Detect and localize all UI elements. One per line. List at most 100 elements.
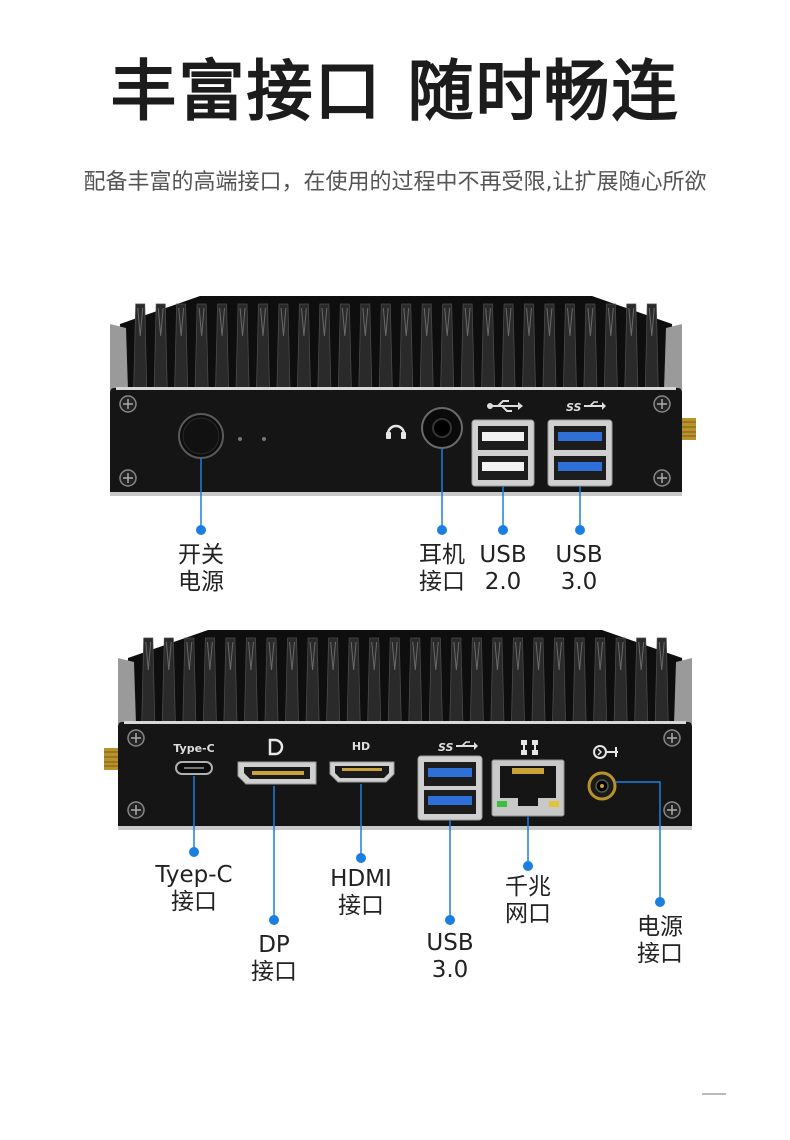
heatsink-fin (552, 637, 567, 725)
antenna-connector-icon (104, 748, 118, 770)
heatsink-fin (613, 637, 628, 725)
svg-text:SS: SS (438, 741, 454, 754)
callout-dot (445, 915, 455, 925)
heatsink-fin (572, 637, 587, 725)
rear-heatsink-fins (118, 630, 692, 725)
rear-callouts (193, 776, 661, 918)
antenna-connector-icon (682, 418, 696, 440)
heatsink-fin (182, 637, 197, 725)
hdmi-port[interactable] (329, 761, 395, 783)
page-title: 丰富接口 随时畅连 (110, 53, 680, 130)
label-line: HDMI (330, 866, 392, 892)
ethernet-port[interactable] (491, 759, 565, 817)
label-line: 3.0 (560, 569, 598, 595)
dc-power-icon (593, 745, 618, 759)
heatsink-fin (490, 637, 505, 725)
label-line: 接口 (637, 941, 683, 967)
displayport-port[interactable] (237, 761, 317, 785)
heatsink-fin (346, 637, 361, 725)
label-line: Tyep-C (155, 862, 233, 888)
callout-dot (196, 525, 206, 535)
callout-dot (498, 525, 508, 535)
label-line: 耳机 (419, 542, 465, 568)
screw-icon (653, 469, 671, 487)
headphone-icon (386, 424, 406, 439)
label-line: 电源 (637, 914, 683, 940)
screw-icon (663, 801, 681, 819)
usb2-port-stack[interactable] (471, 419, 535, 487)
label-line: 3.0 (431, 957, 469, 983)
label-line: 2.0 (484, 569, 522, 595)
label-dp: DP 接口 (234, 932, 314, 986)
screw-icon (119, 469, 137, 487)
label-power: 开关 电源 (161, 542, 241, 596)
screw-icon (653, 395, 671, 413)
headphone-jack[interactable] (421, 407, 463, 449)
front-callouts (200, 448, 581, 528)
heatsink-fin (243, 637, 258, 725)
heatsink-fin (264, 637, 279, 725)
dc-power-jack[interactable] (587, 771, 617, 801)
label-lan: 千兆 网口 (488, 874, 568, 928)
label-line: USB (426, 930, 474, 956)
screw-icon (663, 729, 681, 747)
page-subtitle: 配备丰富的高端接口，在使用的过程中不再受限,让扩展随心所欲 (83, 170, 707, 195)
typec-port-mark: Type-C (173, 742, 214, 755)
heatsink-fin (428, 637, 443, 725)
label-line: USB (479, 542, 527, 568)
typec-port[interactable] (175, 761, 213, 775)
callout-dot (575, 525, 585, 535)
label-line: 网口 (505, 901, 551, 927)
label-line: 接口 (251, 959, 297, 985)
label-usb2: USB 2.0 (470, 542, 536, 596)
heatsink-fin (305, 637, 320, 725)
heatsink-fin (387, 637, 402, 725)
svg-text:SS: SS (566, 401, 582, 414)
heatsink-fin (367, 637, 382, 725)
heatsink-fin (469, 637, 484, 725)
led-indicator-icon (238, 437, 242, 441)
label-usb3-front: USB 3.0 (546, 542, 612, 596)
heatsink-fin (408, 637, 423, 725)
front-heatsink-fins (110, 296, 682, 391)
network-icon (521, 740, 538, 755)
usb3-superspeed-icon: SS (438, 741, 478, 754)
label-line: 千兆 (505, 874, 551, 900)
callout-dot (269, 915, 279, 925)
usb3-port-stack[interactable] (417, 755, 483, 821)
heatsink-fin (161, 637, 176, 725)
screw-icon (119, 395, 137, 413)
label-typec: Tyep-C 接口 (144, 862, 244, 916)
heatsink-fin (202, 637, 217, 725)
label-dc: 电源 接口 (620, 914, 700, 968)
heatsink-fin (285, 637, 300, 725)
callout-dot (437, 525, 447, 535)
heatsink-fin (141, 637, 156, 725)
label-line: 开关 (178, 542, 224, 568)
label-line: 接口 (419, 569, 465, 595)
label-usb3-rear: USB 3.0 (412, 930, 488, 984)
label-hdmi: HDMI 接口 (316, 866, 406, 920)
heatsink-fin (634, 637, 649, 725)
led-indicator-icon (262, 437, 266, 441)
callout-dot (356, 853, 366, 863)
label-line: 接口 (171, 889, 217, 915)
heatsink-fin (223, 637, 238, 725)
callout-dot (189, 847, 199, 857)
displayport-icon (268, 738, 284, 756)
label-line: 接口 (338, 893, 384, 919)
front-panel-device: SS (110, 296, 696, 535)
usb3-superspeed-icon: SS (566, 401, 606, 414)
front-chassis (110, 388, 682, 496)
label-line: DP (258, 932, 290, 958)
heatsink-fin (449, 637, 464, 725)
decorative-mark (702, 1093, 726, 1095)
heatsink-fin (326, 637, 341, 725)
heatsink-fin (654, 637, 669, 725)
callout-dot (655, 897, 665, 907)
label-line: 电源 (178, 569, 224, 595)
hdmi-port-mark: HD (352, 740, 370, 753)
label-headphone: 耳机 接口 (402, 542, 482, 596)
callout-dot (523, 861, 533, 871)
